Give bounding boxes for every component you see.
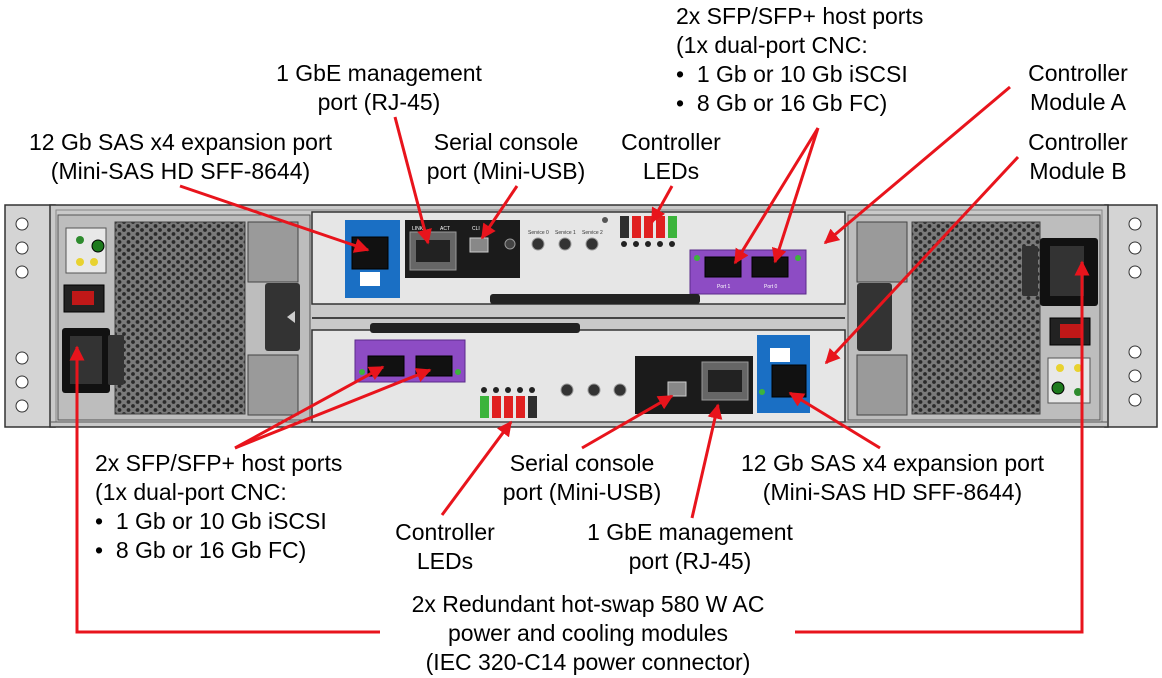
right-rack-ear: [1104, 204, 1158, 428]
psu-line3: (IEC 320-C14 power connector): [425, 649, 751, 675]
bottom-leds-line1: Controller: [395, 519, 495, 545]
bottom-host-ports-line1: 2x SFP/SFP+ host ports: [95, 450, 343, 476]
label-top-host-ports: 2x SFP/SFP+ host ports (1x dual-port CNC…: [676, 2, 923, 118]
service1-text-a: Service 1: [555, 230, 576, 236]
label-bottom-leds: Controller LEDs: [386, 518, 504, 576]
bottom-mgmt-line2: port (RJ-45): [628, 548, 752, 574]
service2-text-a: Service 2: [582, 230, 603, 236]
mini-usb-port-b: [667, 381, 687, 397]
top-host-ports-bullet2: 8 Gb or 16 Gb FC): [676, 89, 923, 118]
bottom-serial-line1: Serial console: [509, 450, 655, 476]
bottom-leds-line2: LEDs: [416, 548, 474, 574]
label-bottom-sas: 12 Gb SAS x4 expansion port (Mini-SAS HD…: [720, 449, 1065, 507]
controller-a-line2: Module A: [1030, 89, 1126, 115]
host-port-card-a: Port 1 Port 0: [689, 249, 807, 295]
top-leds-line2: LEDs: [642, 158, 700, 184]
top-mgmt-line1: 1 GbE management: [276, 60, 482, 86]
top-host-ports-bullet1: 1 Gb or 10 Gb iSCSI: [676, 60, 923, 89]
top-sas-line1: 12 Gb SAS x4 expansion port: [28, 129, 333, 155]
port1-text-a: Port 1: [717, 284, 731, 290]
label-top-sas: 12 Gb SAS x4 expansion port (Mini-SAS HD…: [8, 128, 353, 186]
label-bottom-serial: Serial console port (Mini-USB): [490, 449, 674, 507]
controller-b-line2: Module B: [1029, 158, 1127, 184]
right-power-cooling-module: [847, 214, 1101, 421]
sas-port-b: [771, 364, 807, 398]
bottom-sas-line2: (Mini-SAS HD SFF-8644): [762, 479, 1023, 505]
controller-module-a: LINK ACT CLI Service 0 Service 1 Service…: [311, 211, 846, 305]
service0-text-a: Service 0: [528, 230, 549, 236]
label-top-mgmt: 1 GbE management port (RJ-45): [262, 59, 496, 117]
bottom-host-ports-line2: (1x dual-port CNC:: [95, 479, 287, 505]
left-power-cooling-module: [57, 214, 311, 421]
cli-text-a: CLI: [472, 226, 480, 232]
sas-port-a: [351, 236, 389, 270]
label-controller-a: Controller Module A: [1018, 59, 1138, 117]
host-port-card-b: [354, 339, 466, 383]
controller-module-b: [311, 323, 846, 423]
top-mgmt-line2: port (RJ-45): [317, 89, 441, 115]
bottom-sas-line1: 12 Gb SAS x4 expansion port: [740, 450, 1045, 476]
top-sas-line2: (Mini-SAS HD SFF-8644): [50, 158, 311, 184]
top-host-ports-line2: (1x dual-port CNC:: [676, 32, 868, 58]
top-serial-line2: port (Mini-USB): [426, 158, 586, 184]
bottom-mgmt-line1: 1 GbE management: [587, 519, 793, 545]
mini-usb-port-a: [469, 237, 489, 253]
bottom-host-ports-bullet1: 1 Gb or 10 Gb iSCSI: [95, 507, 342, 536]
controller-leds-a: [602, 216, 677, 247]
psu-line2: power and cooling modules: [447, 620, 728, 646]
controller-leds-b: [480, 387, 537, 418]
bottom-serial-line2: port (Mini-USB): [502, 479, 662, 505]
controller-a-line1: Controller: [1028, 60, 1128, 86]
controller-b-line1: Controller: [1028, 129, 1128, 155]
act-text-a: ACT: [440, 226, 450, 232]
label-power-cooling: 2x Redundant hot-swap 580 W AC power and…: [378, 590, 798, 677]
label-top-leds: Controller LEDs: [612, 128, 730, 186]
top-serial-line1: Serial console: [433, 129, 579, 155]
label-bottom-mgmt: 1 GbE management port (RJ-45): [573, 518, 807, 576]
psu-line1: 2x Redundant hot-swap 580 W AC: [411, 591, 765, 617]
port0-text-a: Port 0: [764, 284, 778, 290]
label-top-serial: Serial console port (Mini-USB): [414, 128, 598, 186]
top-host-ports-line1: 2x SFP/SFP+ host ports: [676, 3, 924, 29]
left-rack-ear: [4, 204, 56, 428]
top-leds-line1: Controller: [621, 129, 721, 155]
link-text-a: LINK: [412, 226, 424, 232]
label-controller-b: Controller Module B: [1018, 128, 1138, 186]
label-bottom-host-ports: 2x SFP/SFP+ host ports (1x dual-port CNC…: [95, 449, 342, 565]
bottom-host-ports-bullet2: 8 Gb or 16 Gb FC): [95, 536, 342, 565]
